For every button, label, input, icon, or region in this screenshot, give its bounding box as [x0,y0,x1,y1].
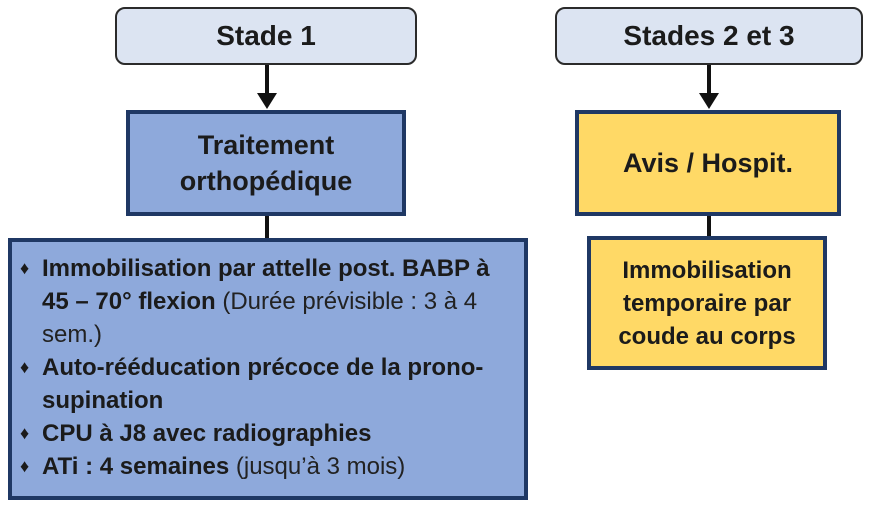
connector-stage23-avis [707,65,711,95]
treatment-line-2: orthopédique [179,166,353,196]
list-item: ♦ ATi : 4 semaines (jusqu’à 3 mois) [20,450,516,483]
item-4-normal: (jusqu’à 3 mois) [229,453,406,480]
diamond-bullet-icon: ♦ [20,258,30,278]
item-1-normal: (Durée prévisible : 3 à 4 sem.) [42,288,478,348]
treatment-box: Traitement orthopédique [126,110,406,216]
diamond-bullet-icon: ♦ [20,423,30,443]
immobilisation-line-2: temporaire par [622,289,792,317]
treatment-line-1: Traitement [197,130,335,160]
stage-2-3-box: Stades 2 et 3 [555,7,863,65]
stage-1-label: Stade 1 [216,20,316,51]
list-item: ♦ Immobilisation par attelle post. BABP … [20,252,516,351]
list-item: ♦ CPU à J8 avec radiographies [20,417,516,450]
avis-box: Avis / Hospit. [575,110,841,216]
arrowhead-stage23-avis [699,93,719,109]
stage-2-3-label: Stades 2 et 3 [623,20,795,51]
avis-label: Avis / Hospit. [622,147,794,178]
immobilisation-line-1: Immobilisation [622,256,792,284]
item-3-bold: CPU à J8 avec radiographies [42,420,372,447]
connector-treatment-details [265,216,269,240]
arrowhead-stage1-treatment [257,93,277,109]
stage-1-box: Stade 1 [115,7,417,65]
diamond-bullet-icon: ♦ [20,357,30,377]
connector-avis-immobilisation [707,216,711,238]
diamond-bullet-icon: ♦ [20,456,30,476]
item-4-bold: ATi : 4 semaines [42,453,230,480]
item-2-bold: Auto-rééducation précoce de la prono-sup… [42,354,484,414]
immobilisation-line-3: coude au corps [618,322,796,350]
immobilisation-box: Immobilisation temporaire par coude au c… [587,236,827,370]
list-item: ♦ Auto-rééducation précoce de la prono-s… [20,351,516,417]
connector-stage1-treatment [265,65,269,95]
item-1-bold: Immobilisation par attelle post. BABP à … [42,255,490,315]
details-box: ♦ Immobilisation par attelle post. BABP … [8,238,528,500]
